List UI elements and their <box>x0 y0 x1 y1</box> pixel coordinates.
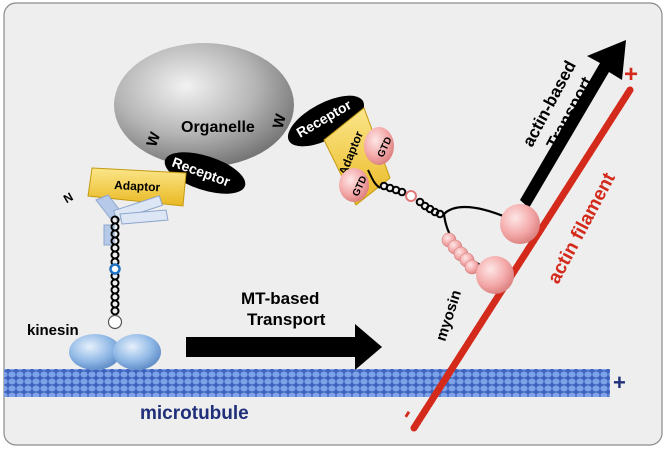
actin-filament <box>410 86 634 432</box>
left-adaptor <box>87 167 187 207</box>
organelle-label: Organelle <box>181 119 255 136</box>
kinesin-motor-head-left <box>69 334 121 370</box>
microtubule-plus-end: + <box>613 370 626 395</box>
gtd-domain-bottom <box>339 168 369 202</box>
myosin-coiled-coil <box>379 181 445 219</box>
right-receptor <box>287 95 365 147</box>
microtubule-label: microtubule <box>140 403 249 424</box>
kinesin-light-chain-3 <box>119 209 169 225</box>
gtd-domain-top <box>364 127 394 165</box>
myosin-lever-arm-upper <box>443 206 509 220</box>
kinesin-neck <box>107 314 123 330</box>
myosin-motor-head-lower <box>476 256 514 294</box>
myosin-hinge <box>405 190 417 202</box>
left-membrane-anchor: W <box>143 129 164 149</box>
kinesin-label: kinesin <box>27 322 79 339</box>
kinesin-tail-domain <box>103 224 115 246</box>
myosin-motor-head-upper <box>500 204 540 244</box>
myosin-gtd-linker <box>367 169 381 189</box>
myosin-light-chains <box>441 232 480 275</box>
kinesin-motor-head-right <box>113 334 161 370</box>
right-membrane-anchor: W <box>270 111 290 130</box>
mt-transport-label-line2: Transport <box>247 310 326 329</box>
kinesin-coiled-coil <box>110 215 120 316</box>
left-adaptor-label: Adaptor <box>114 178 161 194</box>
actin-plus-end: + <box>624 61 638 88</box>
mt-transport-label-line1: MT-based <box>241 289 319 308</box>
organelle <box>114 43 294 167</box>
left-receptor <box>164 152 246 194</box>
mt-transport-arrow <box>186 324 382 370</box>
microtubule-filament <box>4 369 610 397</box>
kinesin-hinge <box>109 263 121 275</box>
actin-transport-arrow <box>520 40 626 208</box>
